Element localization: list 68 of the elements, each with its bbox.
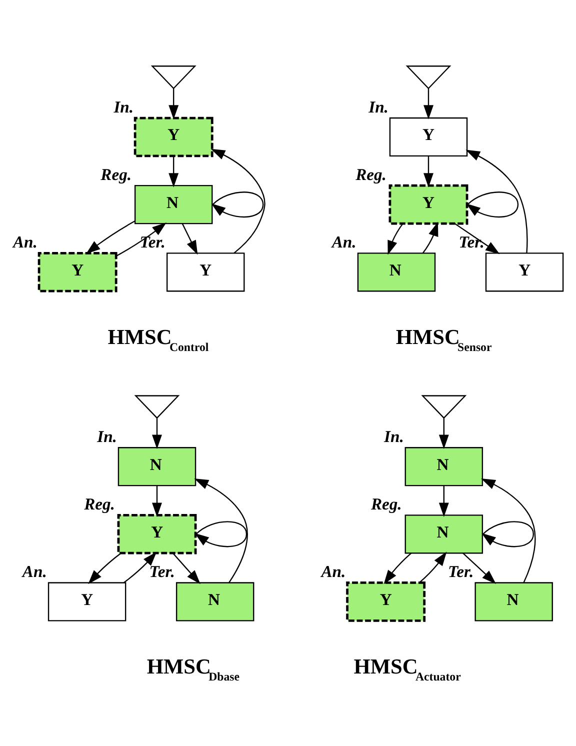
node-label: An. bbox=[22, 562, 47, 581]
arrow bbox=[388, 222, 404, 254]
node-label: In. bbox=[114, 96, 134, 116]
arrow bbox=[482, 520, 534, 547]
arrow bbox=[418, 551, 447, 583]
arrow bbox=[384, 552, 412, 584]
arrow bbox=[438, 418, 449, 448]
node-box: Y bbox=[166, 252, 245, 292]
node-box: Y bbox=[134, 116, 214, 157]
arrow bbox=[424, 156, 434, 187]
node-label: Ter. bbox=[149, 562, 175, 581]
node-triangle bbox=[134, 394, 180, 418]
node-triangle bbox=[421, 394, 467, 418]
node-label: An. bbox=[12, 232, 38, 251]
node-box: N bbox=[357, 252, 436, 292]
arrow bbox=[424, 88, 434, 119]
node-label: In. bbox=[97, 426, 117, 446]
node-triangle bbox=[406, 65, 452, 89]
label: HMSC$_{Actuator}$ bbox=[354, 654, 461, 683]
arrow bbox=[152, 418, 162, 448]
node-label: Ter. bbox=[458, 232, 484, 251]
arrow bbox=[86, 220, 136, 254]
node-label: Reg. bbox=[370, 494, 402, 513]
node-box: Y bbox=[485, 252, 564, 292]
node-label: An. bbox=[321, 562, 346, 581]
arrow bbox=[172, 552, 200, 584]
arrow bbox=[211, 191, 264, 218]
node-label: In. bbox=[384, 426, 404, 446]
arrow bbox=[123, 551, 157, 583]
arrow bbox=[454, 222, 500, 254]
node-box: Y bbox=[38, 251, 118, 292]
arrow bbox=[462, 552, 496, 584]
arrow bbox=[481, 478, 536, 582]
arrow bbox=[194, 478, 248, 582]
arrow bbox=[466, 191, 519, 218]
arrow bbox=[168, 156, 179, 187]
node-box: Y bbox=[388, 184, 468, 224]
node-label: Ter. bbox=[140, 232, 166, 251]
node-label: In. bbox=[368, 96, 388, 116]
node-label: Reg. bbox=[100, 164, 132, 184]
label: HMSC$_{Control}$ bbox=[108, 324, 209, 354]
arrow bbox=[168, 88, 179, 119]
arrow bbox=[210, 148, 266, 254]
node-label: Reg. bbox=[84, 494, 115, 513]
arrow bbox=[438, 485, 449, 516]
label: HMSC$_{Dbase}$ bbox=[146, 654, 240, 683]
node-box: Y bbox=[346, 581, 426, 622]
node-box: N bbox=[118, 446, 196, 486]
node-triangle bbox=[150, 65, 196, 89]
arrow bbox=[116, 222, 166, 256]
node-label: An. bbox=[332, 232, 356, 251]
node-box: N bbox=[176, 582, 254, 621]
node-box: N bbox=[404, 446, 484, 486]
label: HMSC$_{Sensor}$ bbox=[396, 324, 492, 354]
arrow bbox=[182, 222, 198, 254]
node-box: Y bbox=[48, 582, 126, 621]
arrow bbox=[194, 520, 248, 547]
node-label: Reg. bbox=[356, 164, 386, 184]
node-box: Y bbox=[117, 513, 197, 554]
node-label: Ter. bbox=[448, 562, 474, 581]
node-box: N bbox=[474, 582, 553, 621]
node-box: N bbox=[134, 184, 213, 224]
arrow bbox=[422, 221, 438, 254]
arrow bbox=[466, 149, 528, 253]
node-box: N bbox=[404, 514, 484, 554]
node-box: Y bbox=[389, 116, 468, 156]
arrow bbox=[152, 485, 162, 516]
arrow bbox=[88, 552, 122, 584]
